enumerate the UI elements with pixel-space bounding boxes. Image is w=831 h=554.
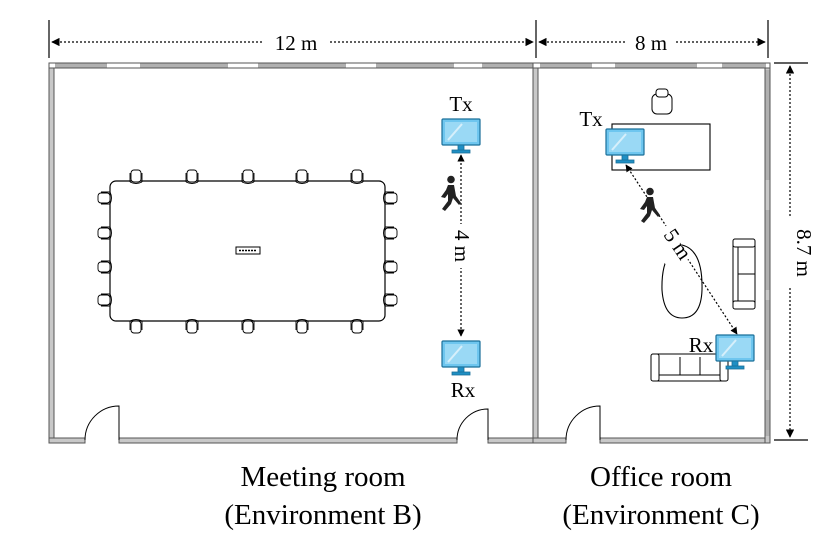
meeting-tx-label: Tx bbox=[449, 92, 473, 116]
dimension-height: 8.7 m bbox=[792, 229, 816, 277]
monitor-icon bbox=[441, 340, 481, 376]
office-caption-line1: Office room bbox=[590, 461, 732, 493]
office-rx-label: Rx bbox=[689, 333, 714, 357]
office-tx-label: Tx bbox=[579, 107, 603, 131]
dimension-office-width: 8 m bbox=[635, 31, 667, 55]
meeting-caption-line2: (Environment B) bbox=[224, 499, 421, 531]
meeting-link-distance: 4 m bbox=[450, 230, 474, 262]
meeting-caption-line1: Meeting room bbox=[240, 461, 406, 493]
monitor-icon bbox=[441, 118, 481, 154]
person-walking-icon bbox=[640, 187, 660, 223]
meeting-rx-label: Rx bbox=[451, 378, 476, 402]
office-caption-line2: (Environment C) bbox=[562, 499, 759, 531]
chair-icon bbox=[651, 88, 673, 115]
dimension-meeting-width: 12 m bbox=[275, 31, 318, 55]
person-walking-icon bbox=[441, 175, 461, 211]
door-icon bbox=[84, 405, 601, 441]
conference-table bbox=[109, 180, 386, 322]
building-walls bbox=[48, 62, 771, 444]
dimension-lines bbox=[48, 20, 808, 441]
